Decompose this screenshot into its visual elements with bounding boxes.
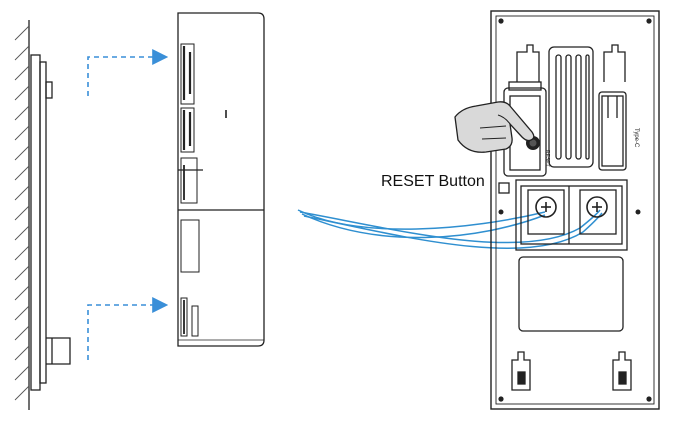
screw-icon [535, 196, 557, 218]
pointing-hand-icon [454, 101, 535, 153]
screw-icon [586, 196, 608, 218]
reset-button-label: RESET Button [381, 173, 485, 190]
mounting-arrow-bottom [87, 297, 169, 360]
reset-chip-label: RESET [544, 150, 550, 167]
back-plate [490, 10, 660, 410]
side-marker [498, 182, 510, 194]
mounting-hooks-top [516, 44, 626, 82]
label-area [518, 256, 624, 332]
side-marker-hooks [498, 209, 641, 215]
type-c-label: Type-C [633, 128, 639, 148]
mounting-hooks-bottom [511, 351, 632, 391]
mounting-bracket-side [30, 54, 71, 391]
mounting-arrow-top [87, 49, 169, 96]
wall [14, 20, 30, 410]
plate-corner-screws [498, 18, 652, 402]
speaker-grille [548, 46, 594, 168]
terminal-block [515, 179, 628, 251]
device-side-view [177, 12, 265, 347]
type-c-port [598, 91, 627, 171]
wires [297, 209, 603, 250]
